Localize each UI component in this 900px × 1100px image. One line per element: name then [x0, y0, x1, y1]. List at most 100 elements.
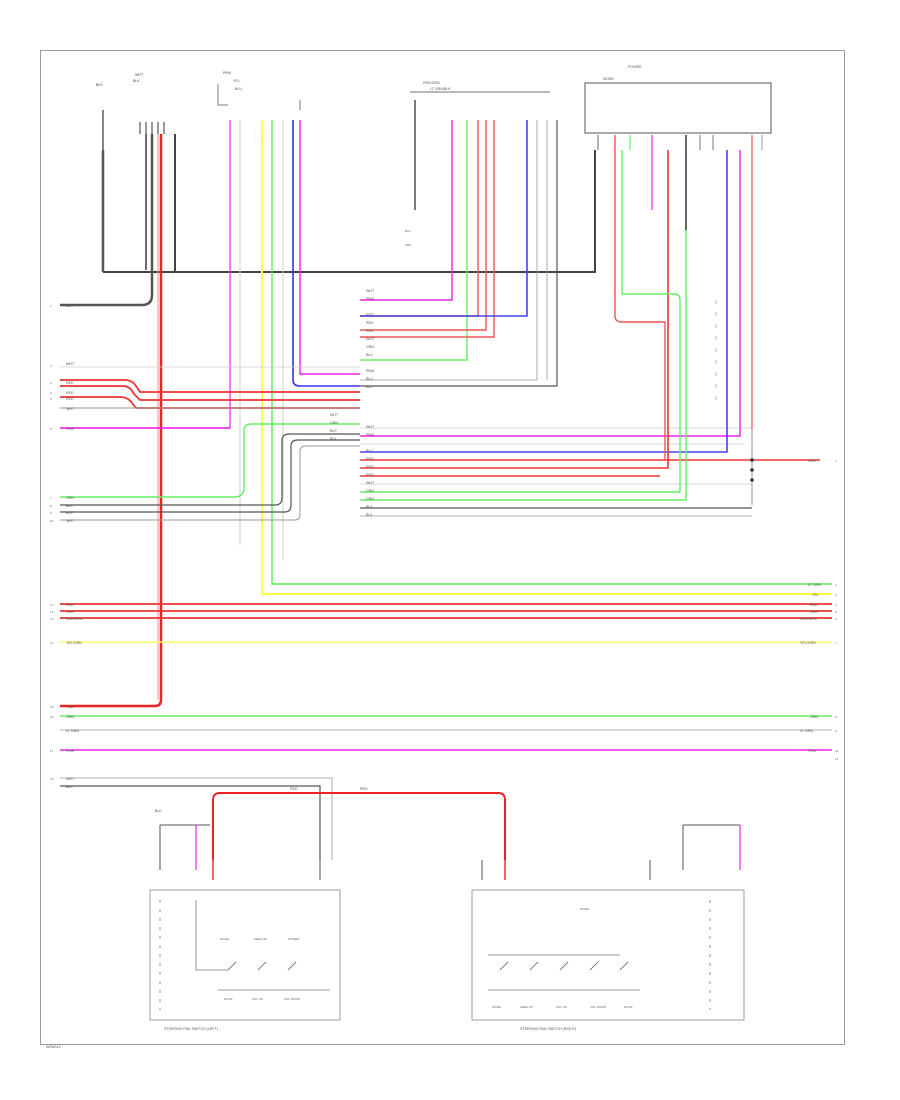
- svg-text:VOL UP: VOL UP: [556, 1005, 567, 1009]
- svg-text:LT GRN: LT GRN: [66, 729, 79, 733]
- left-terminal-number: 6: [50, 427, 52, 431]
- svg-text:POWER: POWER: [628, 65, 642, 69]
- right-terminal-number: 6: [835, 617, 837, 621]
- svg-text:PINK: PINK: [66, 749, 75, 753]
- svg-text:STEERING PAD SWITCH (RIGHT): STEERING PAD SWITCH (RIGHT): [520, 1027, 576, 1031]
- diagram-frame: [40, 50, 845, 1045]
- svg-text:RED: RED: [366, 473, 374, 477]
- svg-text:WHT: WHT: [330, 413, 339, 417]
- svg-text:RED: RED: [366, 457, 374, 461]
- svg-text:RED: RED: [810, 610, 818, 614]
- svg-text:BLK: BLK: [133, 79, 140, 83]
- lh-seat-connector: WHT PINK RED RED RED WHT GRN BLK PINK BL…: [366, 289, 375, 389]
- svg-text:GRN: GRN: [66, 715, 74, 719]
- svg-text:BLK: BLK: [330, 429, 337, 433]
- steering-pad-switch-left: BLK MODE SEEK UP POWER MUTE VOL UP VOL D…: [149, 809, 341, 1031]
- right-terminal-number: 11: [835, 757, 838, 761]
- left-terminal-number: 5: [50, 397, 52, 401]
- right-terminal-number: 3: [835, 593, 837, 597]
- svg-text:YEL: YEL: [233, 79, 240, 83]
- svg-text:WHT: WHT: [405, 243, 412, 247]
- svg-text:WHT: WHT: [135, 73, 144, 77]
- svg-text:BLK: BLK: [66, 304, 73, 308]
- left-terminal-number: 18: [50, 777, 54, 781]
- svg-text:MODE: MODE: [580, 907, 589, 911]
- svg-text:RED: RED: [366, 313, 374, 317]
- svg-text:RED/GRN: RED/GRN: [66, 617, 83, 621]
- svg-text:RED: RED: [66, 381, 74, 385]
- sub-body-ecu: WHT BLK: [133, 73, 165, 134]
- svg-text:BLK: BLK: [366, 385, 373, 389]
- left-terminal-number: 2: [50, 364, 52, 368]
- left-terminal-number: 15: [50, 705, 54, 709]
- svg-text:WHT: WHT: [366, 337, 375, 341]
- svg-text:WHT: WHT: [366, 425, 375, 429]
- svg-text:POWER: POWER: [288, 937, 300, 941]
- svg-text:GRN: GRN: [66, 496, 74, 500]
- left-terminal-number: 8: [50, 504, 52, 508]
- svg-text:BLK: BLK: [330, 437, 337, 441]
- svg-text:BLK: BLK: [366, 513, 373, 517]
- svg-text:VOL UP: VOL UP: [252, 997, 263, 1001]
- svg-text:BLK: BLK: [405, 229, 411, 233]
- svg-text:VOL DOWN: VOL DOWN: [590, 1005, 606, 1009]
- svg-text:BLK: BLK: [366, 505, 373, 509]
- svg-text:YEL/GRN: YEL/GRN: [800, 641, 816, 645]
- svg-text:GRN: GRN: [330, 421, 338, 425]
- right-terminal-number: 2: [835, 583, 837, 587]
- diagram-code: W94012: [46, 1044, 61, 1049]
- data-link-connector: BLK: [96, 83, 105, 272]
- svg-text:RED: RED: [66, 705, 74, 709]
- svg-text:BLK: BLK: [366, 353, 373, 357]
- svg-text:GRN: GRN: [366, 489, 374, 493]
- svg-text:RED: RED: [366, 465, 374, 469]
- svg-text:RED: RED: [66, 391, 74, 395]
- left-terminal-number: 11: [50, 603, 53, 607]
- svg-text:BLU: BLU: [366, 449, 373, 453]
- shielded-wire: [750, 458, 754, 482]
- left-terminal-number: 9: [50, 511, 52, 515]
- left-terminal-number: 13: [50, 617, 54, 621]
- svg-text:MODE: MODE: [220, 937, 229, 941]
- svg-text:YEL/GRN: YEL/GRN: [66, 641, 82, 645]
- rh-connector-labels: WHT PINK BLU RED RED RED WHT GRN GRN BLK…: [366, 425, 375, 517]
- right-terminal-number: 8: [835, 715, 837, 719]
- svg-text:PINK: PINK: [223, 71, 232, 75]
- svg-text:RED: RED: [290, 787, 298, 791]
- right-terminal-number: 10: [835, 749, 839, 753]
- airbag-connector: BLK WHT: [405, 100, 416, 247]
- svg-text:RED: RED: [366, 321, 374, 325]
- svg-text:GRN: GRN: [366, 345, 374, 349]
- left-terminal-number: 3: [50, 381, 52, 385]
- left-terminal-number: 7: [50, 496, 52, 500]
- svg-text:RED/GRN: RED/GRN: [423, 81, 440, 85]
- svg-text:RED: RED: [366, 329, 374, 333]
- svg-text:PINK: PINK: [366, 369, 375, 373]
- right-terminal-number: 1: [835, 459, 837, 463]
- svg-text:BLK: BLK: [66, 785, 73, 789]
- left-terminal-number: 14: [50, 641, 54, 645]
- svg-text:BLK: BLK: [66, 504, 73, 508]
- svg-text:VOL DOWN: VOL DOWN: [284, 997, 300, 1001]
- svg-text:PINK: PINK: [366, 433, 375, 437]
- left-terminal-number: 16: [50, 715, 54, 719]
- svg-text:WHT: WHT: [66, 362, 75, 366]
- svg-text:GRN: GRN: [366, 497, 374, 501]
- svg-text:PINK: PINK: [66, 427, 75, 431]
- svg-text:WHT: WHT: [366, 481, 375, 485]
- svg-text:RED: RED: [810, 603, 818, 607]
- svg-text:YEL: YEL: [812, 593, 819, 597]
- svg-text:SEEK UP: SEEK UP: [254, 937, 267, 941]
- right-terminal-number: 5: [835, 610, 837, 614]
- svg-text:RED: RED: [66, 397, 74, 401]
- svg-text:BLU: BLU: [366, 377, 373, 381]
- svg-text:MUTE: MUTE: [224, 997, 233, 1001]
- svg-text:WHT: WHT: [66, 519, 75, 523]
- svg-text:RED: RED: [66, 603, 74, 607]
- svg-text:MODE: MODE: [492, 1005, 501, 1009]
- svg-text:WHT: WHT: [366, 289, 375, 293]
- svg-text:WHT: WHT: [66, 407, 75, 411]
- right-terminal-number: 9: [835, 729, 837, 733]
